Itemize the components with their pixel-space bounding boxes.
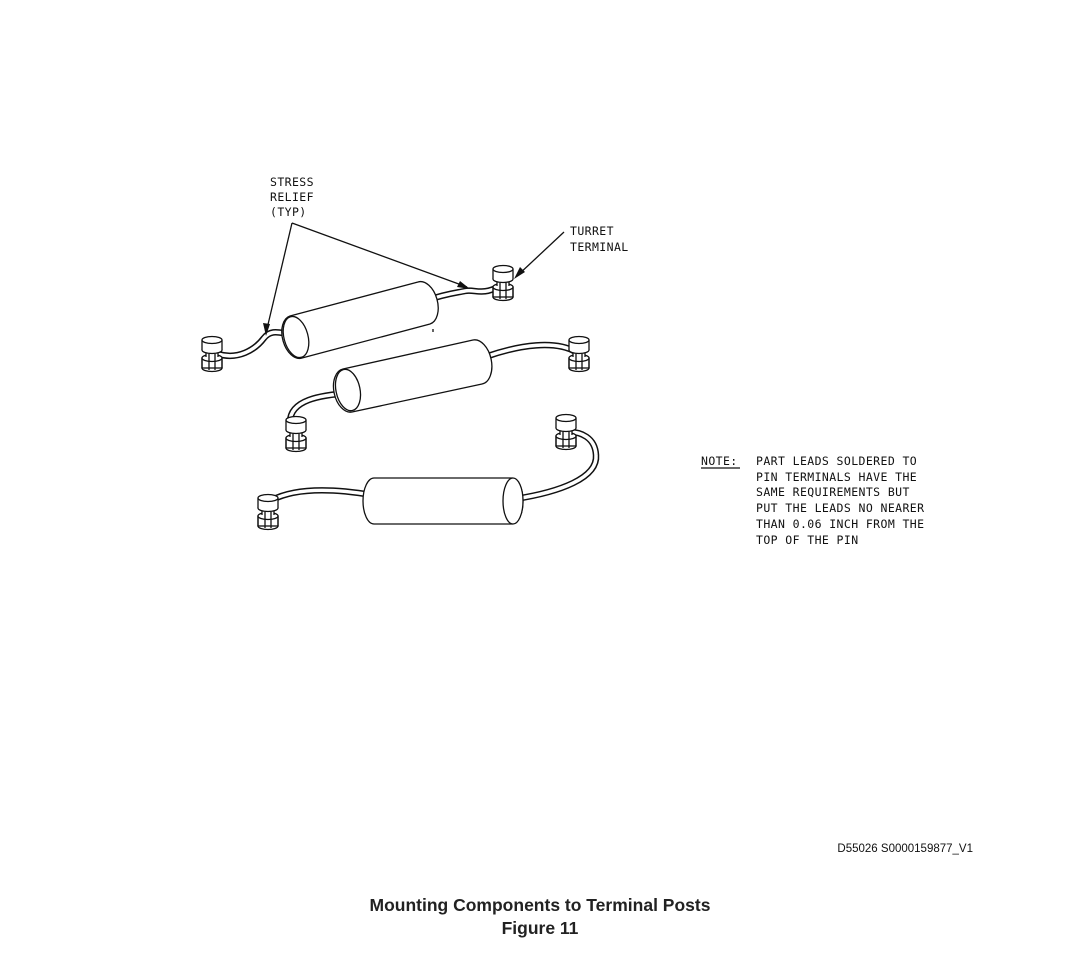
turret-terminal-line-1: TURRET	[570, 224, 614, 238]
stress-relief-line-1: STRESS	[270, 175, 314, 189]
stress-relief-label: STRESS RELIEF (TYP)	[270, 175, 314, 219]
note-line-5: THAN 0.06 INCH FROM THE	[756, 517, 924, 531]
note-line-6: TOP OF THE PIN	[756, 533, 859, 547]
note-line-4: PUT THE LEADS NO NEARER	[756, 501, 924, 515]
caption-title: Mounting Components to Terminal Posts	[369, 895, 711, 915]
note-block: NOTE: PART LEADS SOLDERED TO PIN TERMINA…	[701, 454, 924, 547]
component-bottom	[257, 413, 600, 531]
turret-terminal-line-2: TERMINAL	[570, 240, 629, 254]
turret-terminal-leader	[514, 231, 565, 279]
note-line-3: SAME REQUIREMENTS BUT	[756, 485, 910, 499]
component-middle	[285, 335, 590, 453]
reference-id: D55026 S0000159877_V1	[837, 843, 973, 855]
stress-relief-leaders	[263, 222, 470, 336]
stress-relief-line-3: (TYP)	[270, 205, 307, 219]
stress-relief-line-2: RELIEF	[270, 190, 314, 204]
turret-terminal-label: TURRET TERMINAL	[570, 224, 629, 254]
note-line-2: PIN TERMINALS HAVE THE	[756, 470, 917, 484]
note-heading: NOTE:	[701, 454, 738, 468]
note-line-1: PART LEADS SOLDERED TO	[756, 454, 917, 468]
component-top	[201, 264, 514, 373]
caption-figure-number: Figure 11	[501, 918, 579, 938]
